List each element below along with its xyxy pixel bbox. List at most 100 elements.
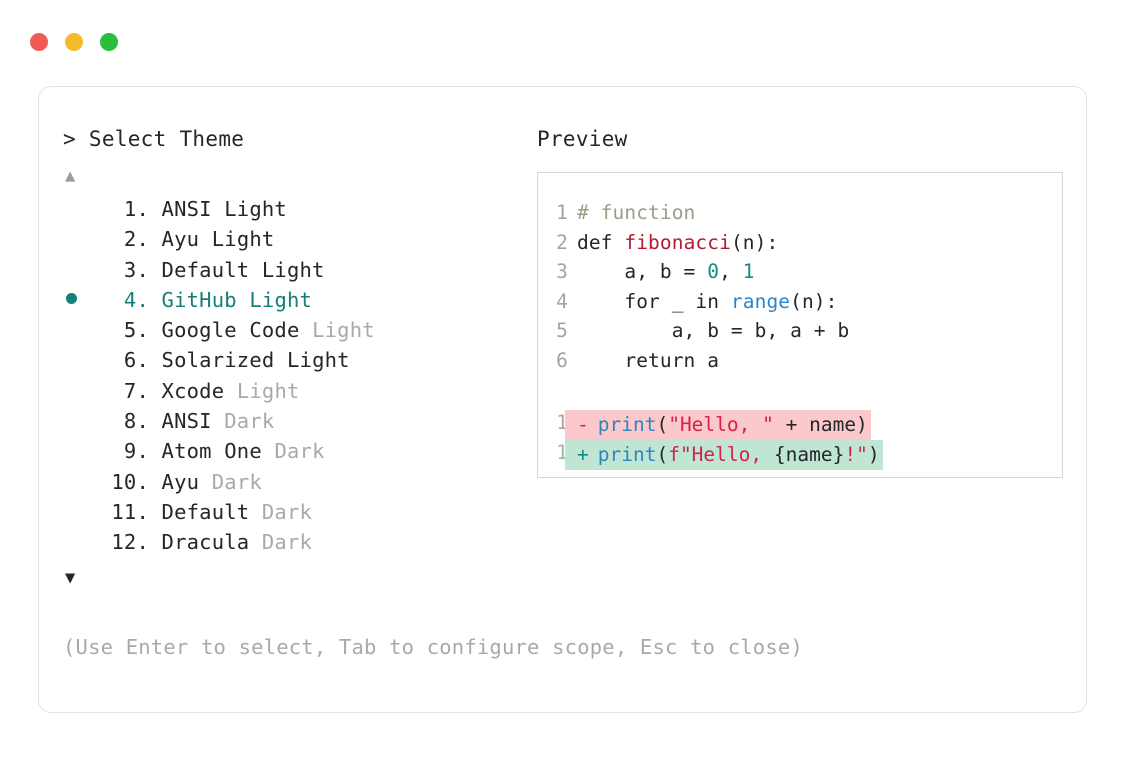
theme-list-item[interactable]: 4. GitHub Light [63,288,533,318]
selected-bullet-icon [66,292,77,304]
theme-item-gap2 [300,318,313,342]
code-token: fibonacci [624,230,731,254]
code-token: a, b = b, a + b [577,319,850,342]
theme-item-name: Xcode [161,378,225,403]
theme-item-index: 3. [123,257,149,282]
theme-list-item[interactable]: 11. Default Dark [63,500,533,530]
theme-item-variant: Light [236,378,300,403]
line-number: 2 [556,230,568,254]
theme-item-variant: Light [312,318,375,343]
theme-item-name: Default [161,499,250,524]
code-token: , [719,260,743,283]
theme-item-gap2 [249,258,262,282]
code-token: (n): [730,230,779,254]
theme-item-index: 5. [123,318,149,343]
scroll-down-icon[interactable]: ▼ [65,567,76,588]
theme-list-item[interactable]: 10. Ayu Dark [63,470,533,500]
theme-list-item[interactable]: 1. ANSI Light [63,197,533,227]
code-line-content: def fibonacci(n): [568,231,778,254]
theme-item-name: Ayu [161,227,200,252]
theme-item-index: 10. [111,469,149,494]
code-line-content: a, b = 0, 1 [568,260,755,283]
code-token: 0 [707,260,720,283]
code-line-content: return a [568,349,719,372]
theme-item-index: 6. [123,348,149,373]
code-line-content: for _ in range(n): [568,290,838,313]
code-token: {name} [773,442,845,466]
minimize-dot[interactable] [65,33,83,51]
theme-item-gap2 [262,439,275,463]
theme-item-name: Default [161,257,250,282]
theme-item-gap2 [199,470,212,494]
theme-item-index: 1. [123,197,149,221]
theme-list-item[interactable]: 3. Default Light [63,258,533,288]
line-number: 6 [556,348,568,372]
code-line: 4 for _ in range(n): [538,290,1062,320]
theme-item-name: Solarized [161,348,275,373]
theme-list-item[interactable]: 12. Dracula Dark [63,530,533,560]
line-number: 4 [556,289,568,313]
code-blank-line [538,378,1062,404]
theme-item-gap [149,318,162,342]
theme-item-index: 2. [123,227,149,252]
code-token: # function [577,201,696,224]
code-line: 6 return a [538,349,1062,379]
diff-lines: 1-print("Hello, " + name)1 + print(f"Hello… [538,408,1062,470]
diff-line-number: 1 [556,411,568,434]
preview-label: Preview [537,127,628,151]
code-token: for _ in [577,289,731,313]
code-token: return a [577,348,720,372]
theme-list-item[interactable]: 5. Google Code Light [63,318,533,348]
code-line: 3 a, b = 0, 1 [538,260,1062,290]
theme-item-name: Google Code [161,318,300,343]
theme-item-gap [149,500,162,524]
code-token: a, b = [577,260,708,283]
line-number: 5 [556,319,568,342]
theme-item-gap [149,348,162,372]
theme-item-gap [149,258,162,282]
diff-line-del: 1-print("Hello, " + name) [538,408,1062,440]
selection-bullet-cell [63,288,99,312]
code-token: f"Hello, [668,442,774,466]
code-token: (n): [790,289,838,313]
theme-item-index: 9. [123,439,149,464]
theme-item-variant: Dark [274,439,325,464]
theme-item-index: 12. [111,530,149,555]
maximize-dot[interactable] [100,33,118,51]
code-token: print [597,442,657,466]
close-dot[interactable] [30,33,48,51]
theme-item-name: GitHub [161,287,237,312]
code-token: "Hello, " [668,413,774,436]
line-number: 1 [556,201,568,224]
theme-item-gap2 [224,379,237,403]
code-token: ( [656,442,669,466]
diff-line-number: 1 [556,440,568,464]
theme-item-variant: Light [224,197,287,221]
theme-item-gap2 [249,530,262,554]
theme-item-gap2 [212,409,225,433]
theme-list-item[interactable]: 8. ANSI Dark [63,409,533,439]
theme-item-name: Atom One [161,439,262,464]
theme-list-item[interactable]: 6. Solarized Light [63,348,533,378]
diff-highlight: +print(f"Hello, {name}!") [565,439,883,470]
theme-item-gap2 [212,197,225,221]
theme-item-gap [149,409,162,433]
theme-list-item[interactable]: 7. Xcode Light [63,379,533,409]
keyboard-hint: (Use Enter to select, Tab to configure s… [63,635,803,659]
theme-item-gap2 [249,500,262,524]
theme-item-variant: Dark [261,530,313,555]
diff-sign: + [577,442,589,466]
theme-list-item[interactable]: 2. Ayu Light [63,227,533,257]
code-line: 1 # function [538,201,1062,231]
theme-item-variant: Dark [211,469,262,494]
code-token: 1 [742,260,755,283]
code-line: 5 a, b = b, a + b [538,319,1062,349]
theme-list-item[interactable]: 9. Atom One Dark [63,439,533,469]
theme-item-variant: Dark [224,409,275,434]
scroll-up-icon[interactable]: ▲ [65,166,76,186]
